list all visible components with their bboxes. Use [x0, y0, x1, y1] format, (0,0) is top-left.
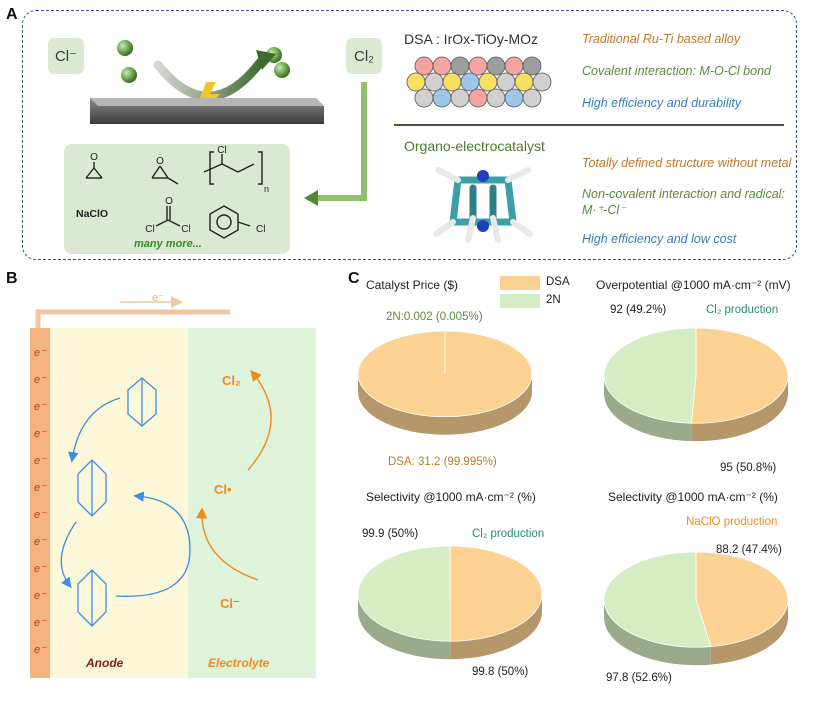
electron-label: e⁻: [34, 509, 46, 521]
electron-label: e⁻: [34, 563, 46, 575]
panel-b-letter: B: [6, 270, 18, 287]
svg-text:Cl: Cl: [181, 224, 190, 235]
panel-c-letter: C: [348, 270, 360, 287]
chart-4-label-dsa: 88.2 (47.4%): [716, 544, 782, 556]
chart-2-note: Cl₂ production: [706, 304, 779, 316]
chart-4-note: NaClO production: [686, 516, 778, 528]
svg-text:n: n: [264, 184, 269, 194]
cl-radical-label: Cl•: [214, 482, 232, 497]
chloride-ion-ball: [117, 40, 133, 56]
external-electron-label: e⁻: [152, 292, 164, 304]
cl-minus-box: Cl⁻: [48, 38, 84, 74]
svg-text:O: O: [156, 156, 164, 167]
electron-label: e⁻: [34, 590, 46, 602]
cl-minus-label: Cl⁻: [54, 48, 78, 65]
chart-4-title: Selectivity @1000 mA·cm⁻² (%): [608, 490, 778, 504]
chart-3-title: Selectivity @1000 mA·cm⁻² (%): [366, 490, 536, 504]
dsa-prop-1: Traditional Ru-Ti based alloy: [582, 32, 741, 46]
pie-side-DSA: [358, 373, 532, 435]
lightning-icon: [200, 82, 220, 112]
electron-label: e⁻: [34, 617, 46, 629]
dsa-prop-3: High efficiency and durability: [582, 96, 742, 110]
chart-2-label-dsa: 95 (50.8%): [720, 462, 777, 474]
pie-side-DSA: [691, 375, 788, 442]
electron-label: e⁻: [34, 401, 46, 413]
pie-side-2N: [604, 375, 692, 442]
chart-3-pie: [357, 545, 543, 660]
cl2-product-label: Cl₂: [222, 373, 241, 388]
chart-3-note: Cl₂ production: [472, 528, 545, 540]
electrode-strip: [30, 328, 50, 678]
electron-label: e⁻: [34, 347, 46, 359]
products-structures: O O Cl n O Cl Cl Cl: [85, 145, 269, 239]
panel-a-electrode-illustration: [90, 40, 367, 206]
reaction-arrowhead: [256, 50, 276, 70]
electron-label: e⁻: [34, 482, 46, 494]
legend-label-2n: 2N: [546, 294, 561, 306]
pie-slice-2N: [603, 327, 697, 424]
dsa-title: DSA : IrOx-TiOy-MOz: [404, 31, 539, 47]
organo-title: Organo-electrocatalyst: [404, 138, 545, 154]
cl2-label: Cl₂: [354, 47, 374, 65]
organo-prop-2: Non-covalent interaction and radical: M·…: [582, 187, 785, 217]
chart-1-title: Catalyst Price ($): [366, 278, 459, 292]
chloride-ion-ball: [121, 67, 137, 83]
pie-side-2N: [604, 599, 711, 666]
pie-slice-2N: [357, 545, 451, 642]
cl2-box: Cl₂: [346, 38, 382, 74]
chart-2-pie: [603, 327, 789, 442]
electron-label: e⁻: [34, 428, 46, 440]
dsa-lattice-illustration: [406, 56, 552, 108]
chart-2-title: Overpotential @1000 mA·cm⁻² (mV): [596, 278, 791, 292]
product-flow-arrowhead: [304, 190, 318, 206]
legend-label-dsa: DSA: [546, 276, 570, 288]
electron-column: e⁻ e⁻ e⁻ e⁻ e⁻ e⁻ e⁻ e⁻ e⁻ e⁻ e⁻ e⁻: [34, 340, 46, 664]
organo-prop-1: Totally defined structure without metal: [582, 156, 792, 170]
chlorine-molecule-ball: [274, 62, 290, 78]
chart-3-label-dsa: 99.8 (50%): [472, 666, 529, 678]
pie-side-DSA: [710, 599, 788, 665]
pie-slice-2N: [603, 551, 712, 648]
electron-label: e⁻: [34, 455, 46, 467]
pie-side-DSA: [450, 593, 542, 660]
electron-label: e⁻: [34, 644, 46, 656]
svg-text:O: O: [165, 196, 173, 207]
chart-4-pie: [603, 551, 789, 666]
dsa-prop-2: Covalent interaction: M-O-Cl bond: [582, 64, 771, 78]
chart-1-label-2n: 2N:0.002 (0.005%): [386, 311, 483, 323]
cl-minus-anion-label: Cl⁻: [220, 596, 240, 611]
chart-4-label-2n: 97.8 (52.6%): [606, 672, 672, 684]
panel-a-divider: [394, 124, 784, 126]
svg-text:O: O: [90, 152, 98, 163]
chart-3-label-2n: 99.9 (50%): [362, 528, 419, 540]
panel-a-letter: A: [6, 6, 18, 23]
product-flow-arrow: [315, 82, 367, 201]
electron-label: e⁻: [34, 536, 46, 548]
naclo-label: NaClO: [76, 208, 109, 220]
pie-slice-DSA: [690, 327, 789, 424]
svg-text:Cl: Cl: [217, 145, 226, 156]
electron-label: e⁻: [34, 374, 46, 386]
products-box: O O Cl n O Cl Cl Cl NaClO many more...: [64, 144, 290, 254]
legend-swatch-2n: [500, 294, 540, 308]
panel-b-mechanism: [35, 296, 272, 627]
organo-prop-3: High efficiency and low cost: [582, 232, 737, 246]
chart-1-label-dsa: DSA: 31.2 (99.995%): [388, 456, 497, 468]
electrolyte-region: [188, 328, 316, 678]
electrode-plate-top: [90, 98, 324, 106]
anode-label: Anode: [86, 656, 124, 670]
organo-molecule-illustration: [433, 167, 533, 243]
pie-side-2N: [358, 593, 451, 660]
many-more-label: many more...: [134, 238, 202, 250]
chart-1-pie: [357, 330, 533, 435]
svg-text:Cl: Cl: [145, 224, 154, 235]
legend-swatch-dsa: [500, 276, 540, 290]
electrolyte-label: Electrolyte: [208, 656, 270, 670]
pie-slice-DSA: [695, 551, 789, 648]
panel-a-frame: [22, 10, 797, 260]
pie-slice-DSA: [449, 545, 543, 642]
chart-2-label-2n: 92 (49.2%): [610, 304, 667, 316]
svg-text:Cl: Cl: [256, 224, 265, 235]
